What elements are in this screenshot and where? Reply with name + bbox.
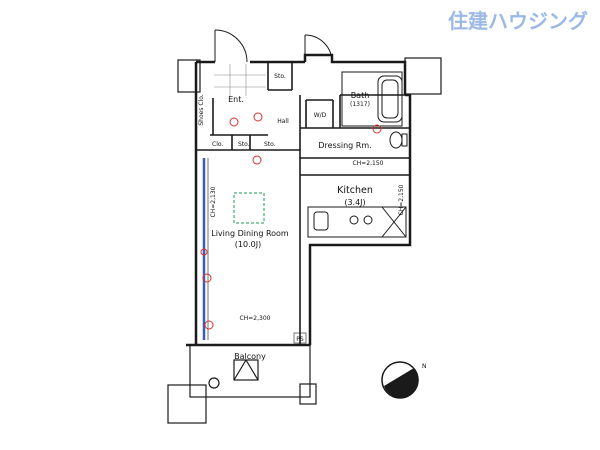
label-dressing-room: Dressing Rm. xyxy=(318,141,371,150)
toilet xyxy=(389,131,408,149)
label-bath-size: (1317) xyxy=(350,101,370,108)
north-compass-icon: N xyxy=(381,361,427,399)
ps-box xyxy=(293,332,307,344)
label-shoes-closet: Shoes Clo. xyxy=(198,94,205,125)
label-storage-top: Sto. xyxy=(274,73,286,80)
label-washer: W/D xyxy=(314,112,327,119)
label-ldk: Living Dining Room xyxy=(211,229,289,238)
label-bath: Bath xyxy=(351,91,370,100)
bathtub xyxy=(341,71,403,127)
label-ch-kitchen-right: CH=2,150 xyxy=(398,184,405,215)
entrance-floor-grid xyxy=(214,64,266,96)
balcony-outline xyxy=(189,344,311,398)
label-ldk-size: (10.0J) xyxy=(235,240,261,249)
label-storage-mid: Sto. xyxy=(264,141,276,148)
label-kitchen: Kitchen xyxy=(337,185,373,196)
label-hall: Hall xyxy=(277,118,289,125)
outer-walls xyxy=(186,53,412,347)
kitchen-counter xyxy=(307,206,407,238)
label-balcony: Balcony xyxy=(234,352,266,361)
label-storage-left: Sto. xyxy=(238,141,250,148)
brand-logo: 住建ハウジング xyxy=(448,9,588,33)
compass-n-label: N xyxy=(422,363,427,370)
interior-walls xyxy=(196,62,410,345)
label-ps: PS xyxy=(296,336,304,343)
label-closet: Clo. xyxy=(212,141,223,148)
label-ch-kitchen-top: CH=2,150 xyxy=(353,160,384,167)
electrical-marks xyxy=(200,112,382,330)
label-kitchen-size: (3.4J) xyxy=(344,198,365,207)
ldk-dashed-box xyxy=(233,192,265,224)
label-entrance: Ent. xyxy=(228,95,244,104)
label-ch-ldk-bottom: CH=2,300 xyxy=(240,315,271,322)
label-ch-ldk-left: CH=2,130 xyxy=(210,186,217,217)
entry-door xyxy=(214,29,333,63)
structural-columns xyxy=(167,57,442,424)
